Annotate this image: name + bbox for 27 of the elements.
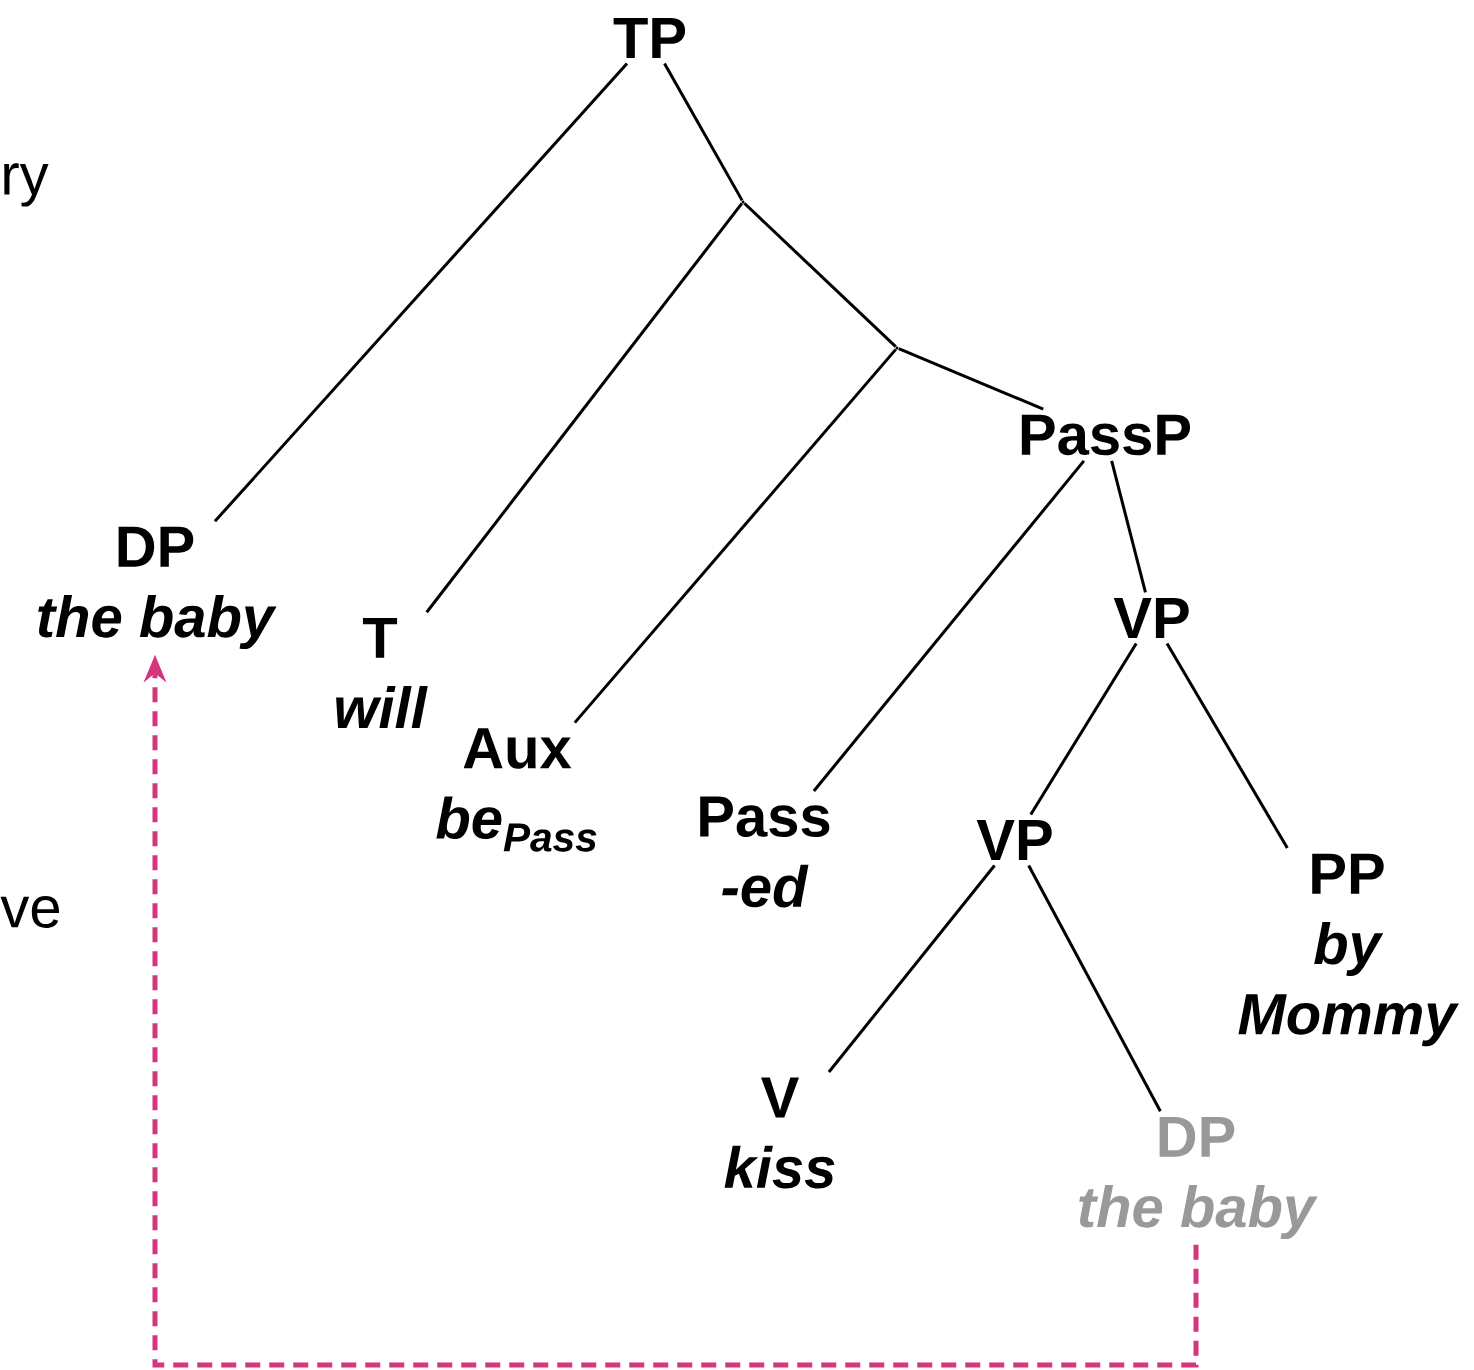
phrase-label: PassP [1021, 414, 1191, 456]
branch-point [741, 200, 745, 204]
tree-branch [812, 459, 1086, 792]
text-fragment: ve [0, 896, 60, 928]
tree-branch [425, 202, 744, 614]
phrase-label: Aux be$_{Pass}$ [436, 728, 597, 852]
phrase-label: DP the baby [1079, 1116, 1318, 1240]
phrase-label: TP [613, 18, 686, 58]
text-fragment: ry [4, 163, 49, 207]
tree-branch [1027, 864, 1162, 1112]
tree-branch [1165, 642, 1289, 849]
tree-branch [1029, 642, 1138, 816]
phrase-label: VP [1113, 598, 1189, 638]
tree-branch [663, 62, 744, 202]
tree-branch [573, 348, 897, 724]
phrase-label: DP the baby [38, 526, 277, 650]
phrase-label: T will [336, 617, 428, 729]
phrase-label: V kiss [724, 1077, 835, 1189]
tree-branch [743, 202, 897, 348]
branch-point [895, 346, 899, 350]
tree-branch [898, 347, 1044, 411]
phrase-label: VP [976, 820, 1052, 860]
tree-branch [827, 864, 996, 1073]
tree-branch [213, 62, 629, 523]
phrase-label: PP by Mommy [1238, 853, 1459, 1047]
tree-branch [1110, 460, 1147, 593]
phrase-label: Pass -ed [700, 796, 830, 908]
